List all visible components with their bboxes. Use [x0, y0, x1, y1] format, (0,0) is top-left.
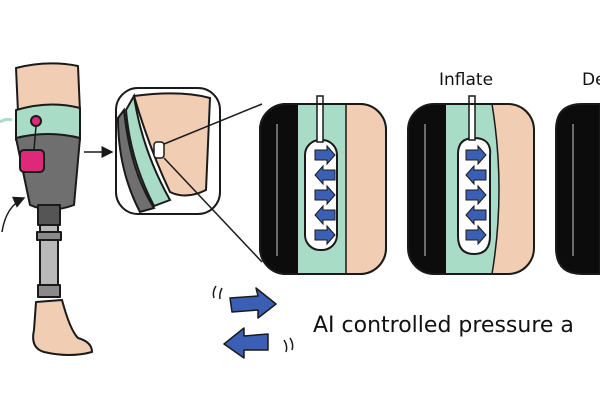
panel-neutral [259, 95, 387, 275]
zoom-line-bottom [163, 157, 263, 263]
socket-zoom-icon [115, 87, 221, 215]
panel-skin [346, 104, 386, 274]
panel-border [259, 103, 387, 275]
zoom-skin [132, 92, 212, 197]
panel-inflate [407, 95, 535, 275]
sensor-wire [33, 125, 37, 151]
arrow-left [223, 327, 269, 359]
bladder-tube [316, 95, 324, 143]
motion-marks [212, 285, 294, 353]
sensor-dot [30, 115, 42, 127]
zoom-socket [116, 107, 156, 214]
deflate-label: De [582, 70, 600, 90]
zoom-liner [124, 92, 172, 208]
pylon-clamp [36, 231, 62, 241]
residual-limb [15, 62, 81, 113]
caption-text: AI controlled pressure a [313, 313, 574, 338]
panel-liner-edge [491, 103, 500, 275]
prosthetic-leg-icon [15, 62, 93, 356]
bladder-tube [468, 95, 476, 141]
zoom-bladder [153, 141, 165, 159]
callout-tick [0, 117, 13, 124]
direction-arrows-icon [223, 287, 277, 359]
inflate-label: Inflate [439, 70, 494, 90]
pylon-adapter [37, 204, 61, 226]
panel-bg [555, 103, 600, 275]
callout-arrow-curve [1, 196, 26, 233]
zoom-line-top [163, 103, 263, 145]
sensor-box [19, 149, 45, 173]
bladder-arrows [465, 144, 487, 246]
panel-border [407, 103, 535, 275]
panel-deflate [555, 103, 600, 275]
arrow-right [229, 287, 277, 319]
bladder-arrows [314, 144, 336, 246]
pylon-base [37, 284, 61, 298]
prosthetic-foot [32, 299, 93, 356]
panel-skin [492, 104, 534, 274]
